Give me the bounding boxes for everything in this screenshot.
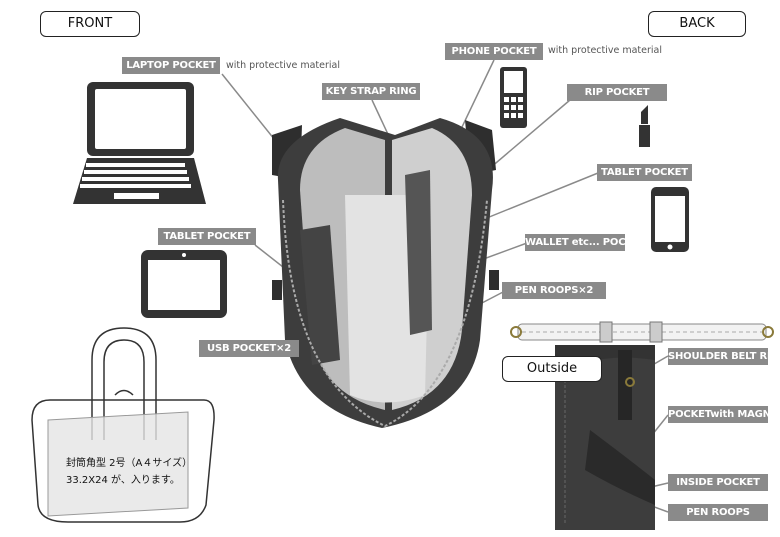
bag-top-view [272, 118, 499, 428]
tablet-pocket-back-tag: TABLET POCKET [597, 164, 692, 181]
laptop-icon [73, 82, 206, 204]
bag-back-detail [555, 345, 655, 530]
pen-roops-tag: PEN ROOPS [668, 504, 768, 521]
a4-paper-shape [47, 411, 189, 517]
size-note-line1: 封筒角型 2号（A４サイズ） [66, 458, 193, 469]
shoulder-belt-ring-tag: SHOULDER BELT RING [668, 348, 780, 365]
back-view-label: BACK [648, 11, 746, 37]
key-strap-ring-tag: KEY STRAP RING [322, 83, 420, 100]
lipstick-icon [639, 105, 650, 147]
laptop-pocket-tag: LAPTOP POCKET [122, 57, 220, 74]
outside-view-label: Outside [502, 356, 602, 382]
shoulder-belt [510, 321, 774, 343]
pocket-magnet-tag: POCKETwith MAGNET [668, 406, 780, 423]
smartphone-icon [651, 187, 689, 252]
rip-pocket-tag: RIP POCKET [567, 84, 667, 101]
tablet-icon [141, 250, 227, 318]
size-note-line2: 33.2X24 が、入ります。 [66, 475, 180, 486]
pen-roops-x2-tag: PEN ROOPS×2 [502, 282, 606, 299]
phone-note: with protective material [548, 45, 663, 56]
tablet-pocket-front-tag: TABLET POCKET [158, 228, 256, 245]
usb-pocket-tag: USB POCKET×2 [199, 340, 299, 357]
laptop-note: with protective material [226, 60, 341, 71]
feature-phone-icon [500, 67, 527, 128]
inside-pocket-tag: INSIDE POCKET [668, 474, 768, 491]
front-view-label: FRONT [40, 11, 140, 37]
phone-pocket-tag: PHONE POCKET [445, 43, 543, 60]
wallet-pocket-tag: WALLET etc... POCKET [525, 234, 646, 251]
